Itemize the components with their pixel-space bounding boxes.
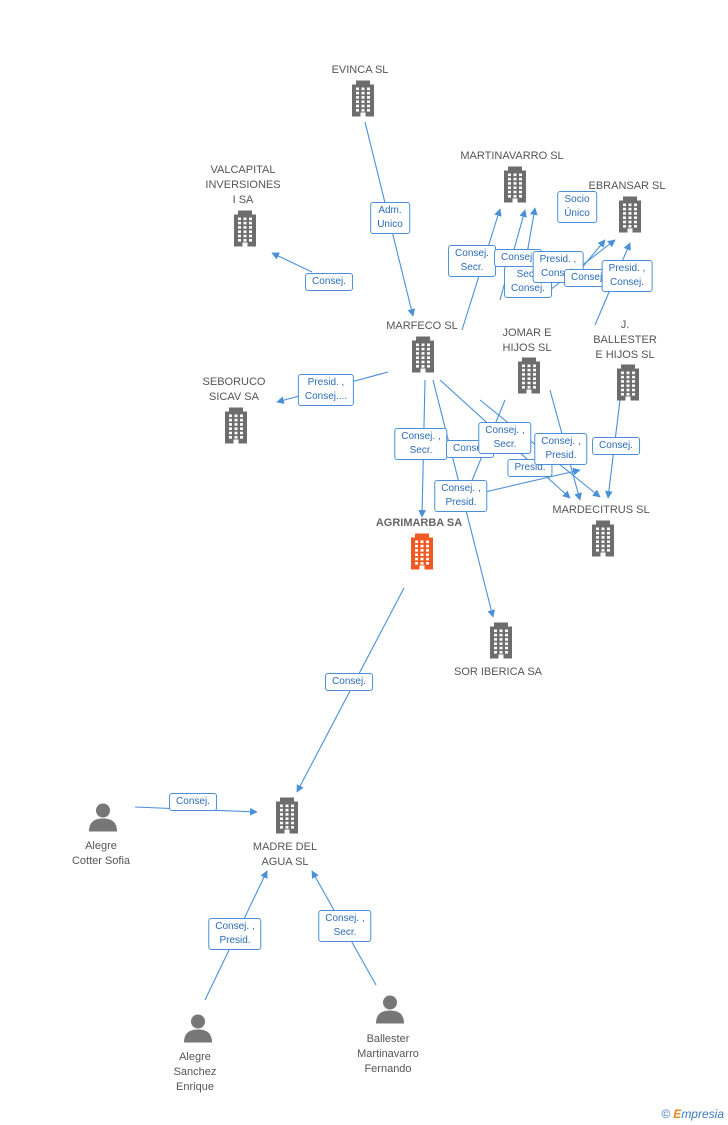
building-icon[interactable]	[408, 336, 438, 378]
relationship-label: Consej.	[169, 793, 217, 811]
relationship-label: Consej.	[305, 273, 353, 291]
building-icon[interactable]	[230, 210, 260, 252]
building-icon[interactable]	[613, 364, 643, 406]
building-icon[interactable]	[514, 357, 544, 399]
relationship-label: Presid. , Consej....	[297, 374, 355, 406]
building-icon[interactable]	[486, 622, 516, 664]
relationship-label: Consej. , Presid.	[534, 433, 588, 465]
relationship-label: Consej. , Secr.	[318, 910, 372, 942]
person-icon[interactable]	[183, 1013, 213, 1048]
relationship-label: Socio Único	[557, 191, 597, 223]
relationship-label: Consej. , Secr.	[478, 422, 532, 454]
relationship-label: Consej. , Presid.	[434, 480, 488, 512]
company-label-seboruco[interactable]: SEBORUCO SICAV SA	[202, 376, 266, 403]
company-label-marfeco[interactable]: MARFECO SL	[386, 320, 458, 332]
building-icon[interactable]	[588, 520, 618, 562]
person-label-sofia[interactable]: Alegre Cotter Sofia	[71, 840, 131, 867]
relationship-label: Consej. Secr.	[448, 245, 496, 277]
company-label-soriberica[interactable]: SOR IBERICA SA	[453, 666, 543, 678]
relationship-label: Consej.	[325, 673, 373, 691]
person-icon[interactable]	[375, 994, 405, 1029]
company-label-agrimarba[interactable]: AGRIMARBA SA	[375, 517, 463, 529]
company-label-ebransar[interactable]: EBRANSAR SL	[588, 180, 666, 192]
company-label-valcapital[interactable]: VALCAPITAL INVERSIONES I SA	[205, 164, 281, 206]
person-label-enrique[interactable]: Alegre Sanchez Enrique	[173, 1051, 217, 1093]
company-label-mardecitrus[interactable]: MARDECITRUS SL	[552, 504, 650, 516]
relationship-label: Adm. Unico	[370, 202, 410, 234]
building-icon[interactable]	[348, 80, 378, 122]
company-label-jomar[interactable]: JOMAR E HIJOS SL	[502, 327, 552, 354]
empresia-logo[interactable]: ©Empresia	[661, 1107, 724, 1121]
building-icon[interactable]	[500, 166, 530, 208]
relationship-label: Consej.	[592, 437, 640, 455]
relationship-edge	[271, 252, 313, 273]
person-label-fernando[interactable]: Ballester Martinavarro Fernando	[357, 1033, 419, 1075]
company-label-martinavarro[interactable]: MARTINAVARRO SL	[460, 150, 564, 162]
company-label-ballester[interactable]: J. BALLESTER E HIJOS SL	[593, 319, 657, 361]
company-label-madre[interactable]: MADRE DEL AGUA SL	[252, 841, 318, 868]
building-icon[interactable]	[407, 533, 437, 575]
company-label-evinca[interactable]: EVINCA SL	[331, 64, 389, 76]
relationship-label: Consej. , Presid.	[208, 918, 262, 950]
relationship-label: Consej. , Secr.	[394, 428, 448, 460]
building-icon[interactable]	[221, 407, 251, 449]
building-icon[interactable]	[272, 797, 302, 839]
person-icon[interactable]	[88, 802, 118, 837]
building-icon[interactable]	[615, 196, 645, 238]
relationship-label: Consej.	[564, 269, 612, 287]
relationship-edge	[579, 239, 606, 271]
relationship-label: Presid. , Consej.	[601, 260, 653, 292]
